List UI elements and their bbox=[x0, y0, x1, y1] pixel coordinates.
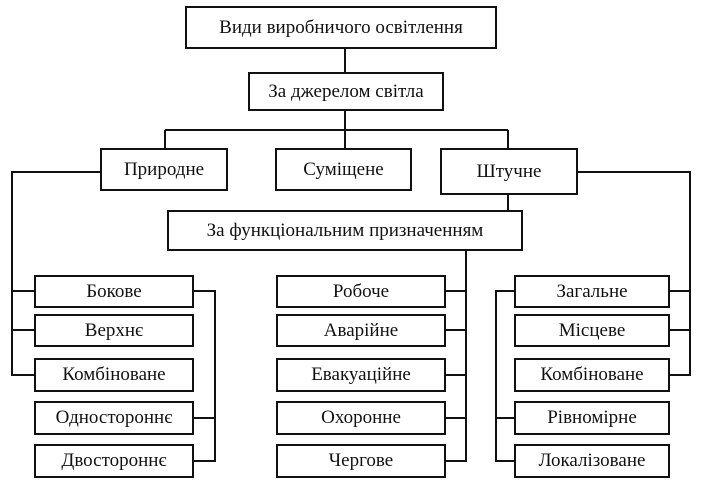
right-item-uniform: Рівномірне bbox=[514, 401, 670, 435]
source-artificial: Штучне bbox=[440, 148, 578, 195]
right-item-general: Загальне bbox=[514, 275, 670, 308]
middle-item-evacuation: Евакуаційне bbox=[276, 358, 446, 392]
middle-item-emergency: Аварійне bbox=[276, 314, 446, 347]
middle-item-duty: Чергове bbox=[276, 444, 446, 478]
right-item-localized: Локалізоване bbox=[514, 444, 670, 478]
middle-item-working: Робоче bbox=[276, 275, 446, 308]
left-item-one-sided: Одностороннє bbox=[34, 401, 194, 435]
left-item-top: Верхнє bbox=[34, 314, 194, 347]
left-item-combined: Комбіноване bbox=[34, 358, 194, 392]
source-natural: Природне bbox=[100, 148, 228, 191]
middle-item-security: Охоронне bbox=[276, 401, 446, 435]
right-item-local: Місцеве bbox=[514, 314, 670, 347]
left-item-two-sided: Двостороннє bbox=[34, 444, 194, 478]
diagram-title: Види виробничого освітлення bbox=[185, 6, 497, 49]
source-header: За джерелом світла bbox=[248, 72, 444, 111]
left-item-side: Бокове bbox=[34, 275, 194, 308]
source-combined: Суміщене bbox=[275, 148, 412, 191]
right-item-combined: Комбіноване bbox=[514, 358, 670, 392]
function-header: За функціональним призначенням bbox=[167, 210, 523, 251]
